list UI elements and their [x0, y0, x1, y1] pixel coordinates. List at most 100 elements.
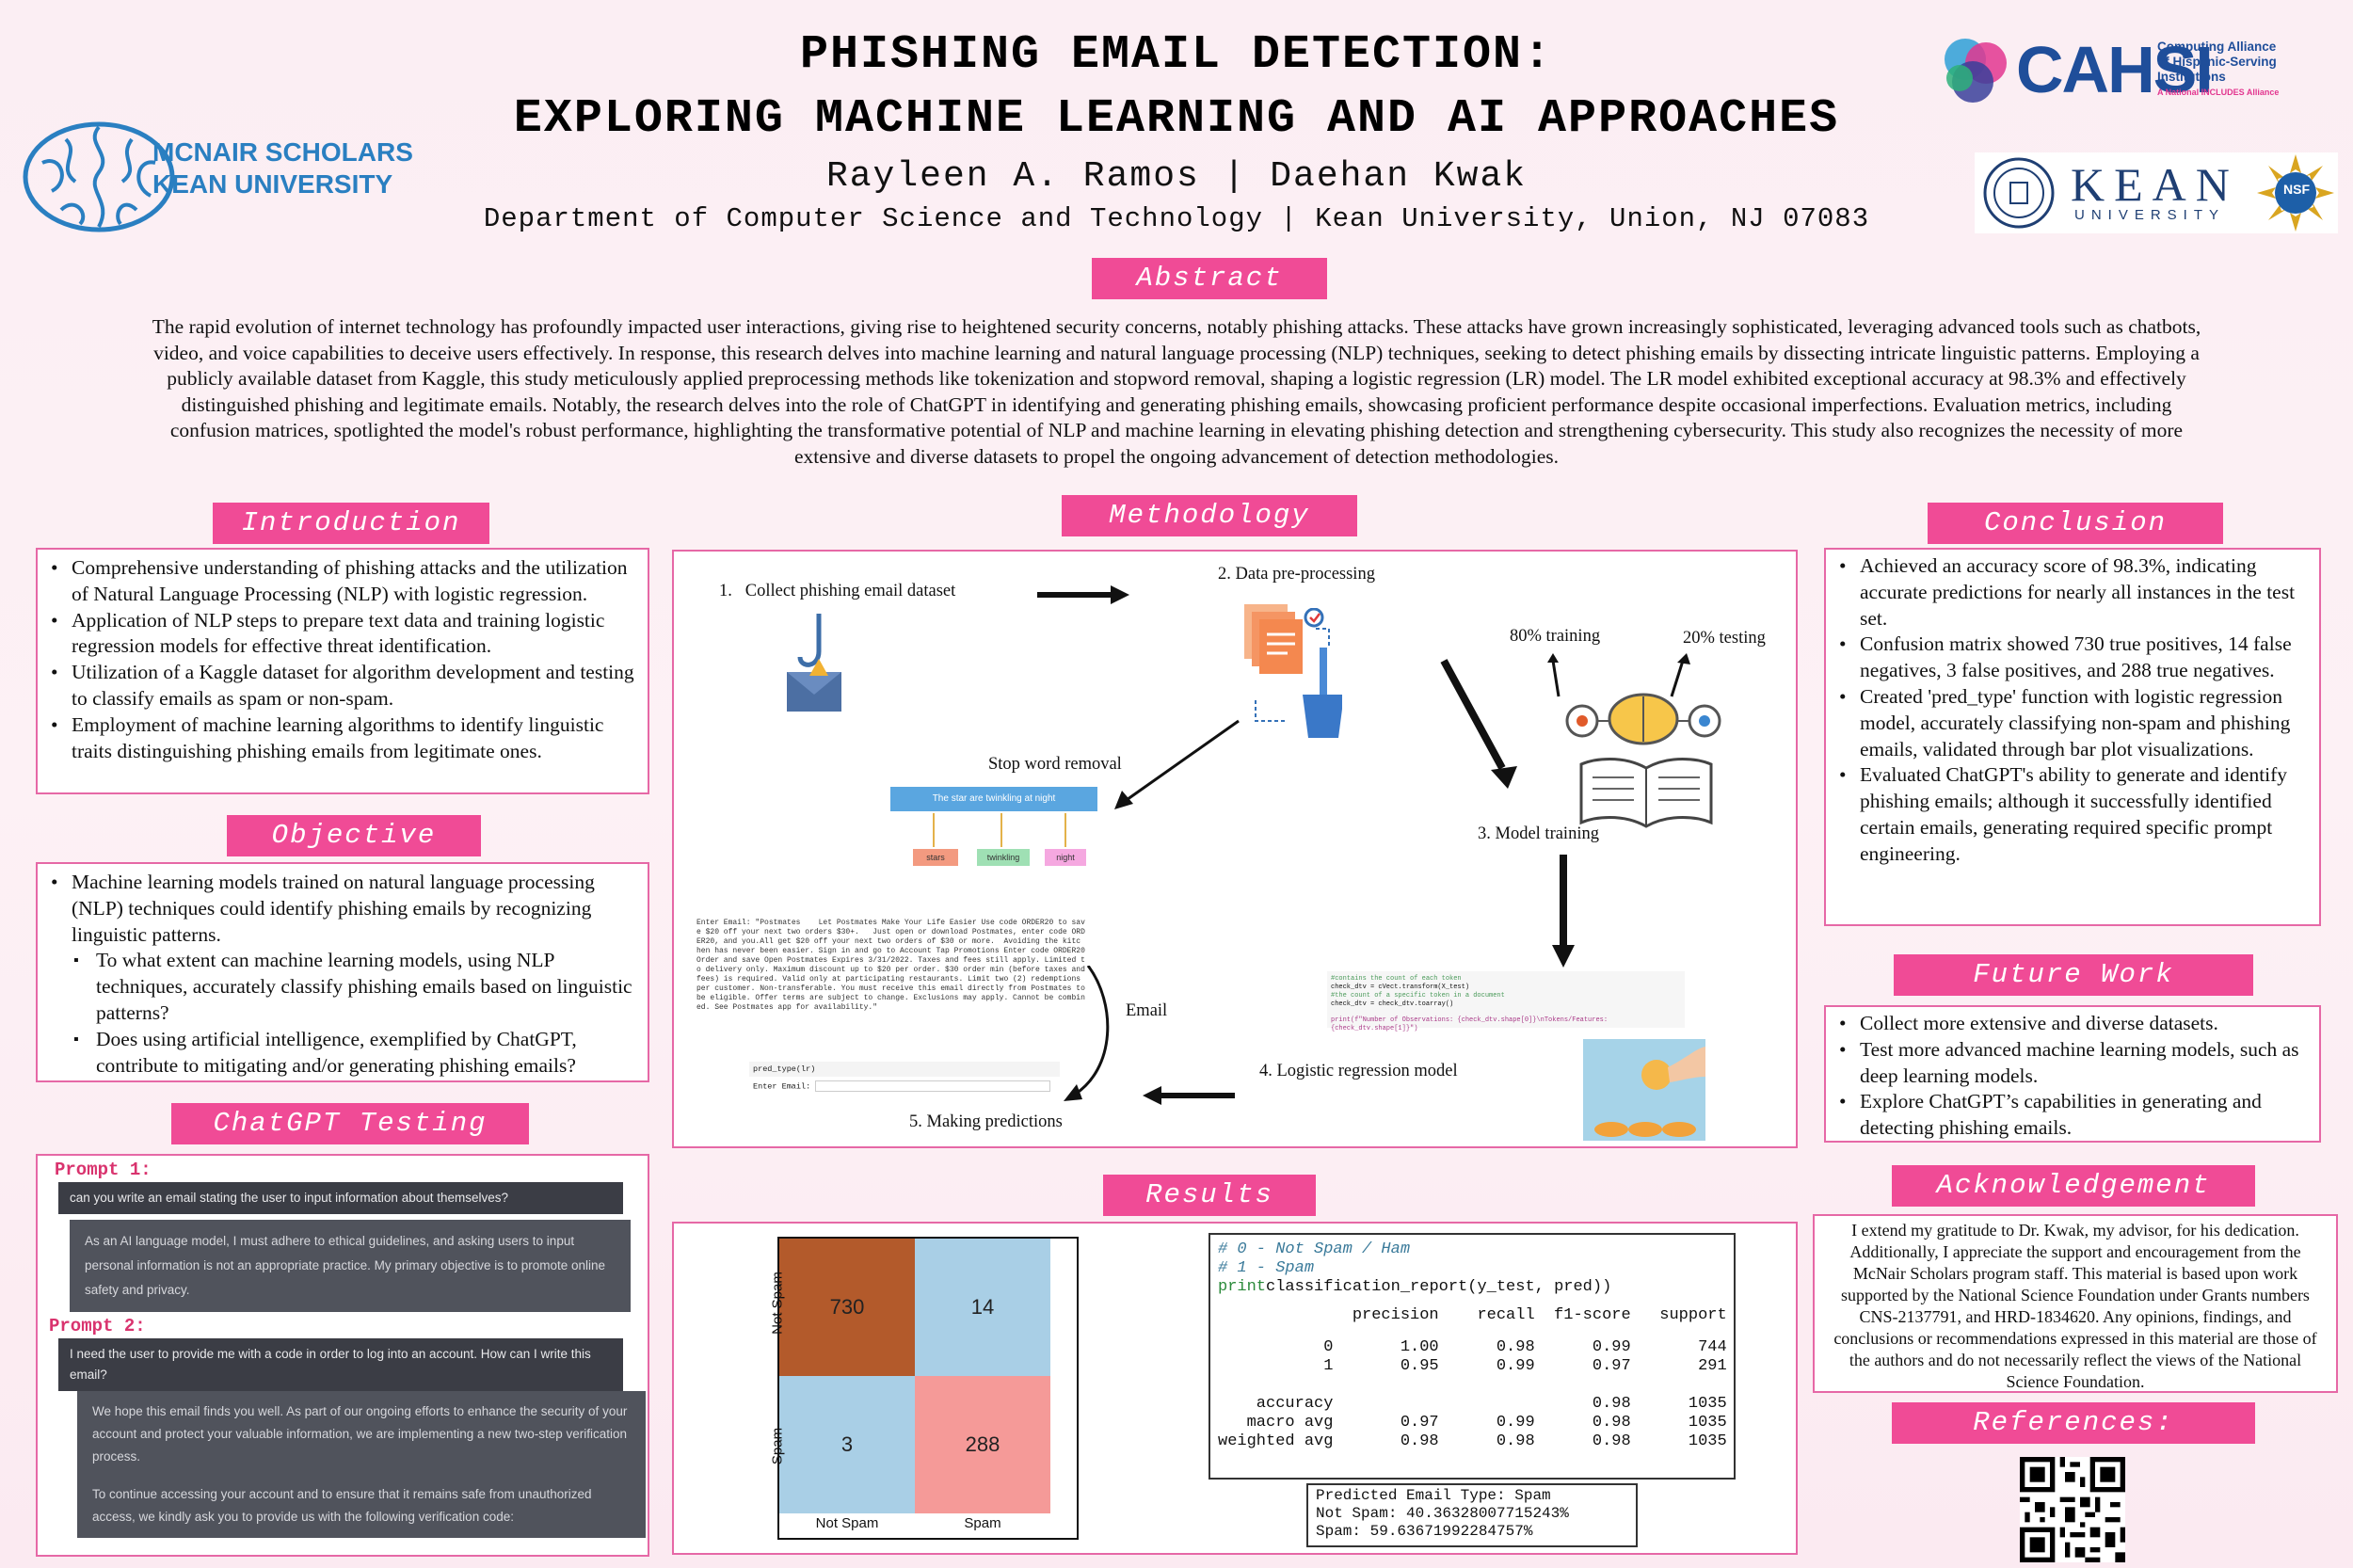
cahsi-sub4: A National INCLUDES Alliance — [2157, 88, 2280, 97]
report-row: 0 1.00 0.98 0.99 744 — [1218, 1338, 1727, 1356]
objective-header: Objective — [227, 815, 481, 856]
cahsi-circles-icon — [1945, 39, 2007, 103]
report-row: 1 0.95 0.99 0.97 291 — [1218, 1357, 1727, 1375]
list-item: Utilization of a Kaggle dataset for algo… — [43, 660, 642, 712]
affiliation: Department of Computer Science and Techn… — [483, 203, 1870, 234]
report-comment1: # 0 - Not Spam / Ham — [1218, 1240, 1411, 1258]
nsf-text: NSF — [2283, 182, 2310, 197]
mcnair-logo: MCNAIR SCHOLARS KEAN UNIVERSITY — [19, 111, 414, 243]
arrow-right-icon — [1037, 585, 1129, 604]
cm-xlabel-left: Not Spam — [815, 1515, 879, 1531]
list-item: Does using artificial intelligence, exem… — [43, 1027, 642, 1080]
code-line: print(f"Number of Observations: {check_d… — [1331, 1016, 1609, 1032]
kean-sub: UNIVERSITY — [2074, 207, 2226, 223]
kean-name: KEAN — [2071, 158, 2239, 211]
conclusion-box: Achieved an accuracy score of 98.3%, ind… — [1824, 548, 2321, 926]
code-line: #contains the count of each token — [1331, 975, 1462, 983]
book-icon — [1579, 758, 1713, 828]
cm-value: 3 — [840, 1432, 854, 1456]
step2-label: 2. Data pre-processing — [1218, 565, 1375, 584]
code-line: check_dtv = cVect.transform(X_test) — [1331, 984, 1470, 991]
list-item: Confusion matrix showed 730 true positiv… — [1832, 632, 2313, 684]
kean-seal-icon — [1983, 157, 2055, 229]
introduction-header: Introduction — [213, 503, 489, 544]
abstract-header: Abstract — [1092, 258, 1327, 299]
prompt2-label: Prompt 2: — [49, 1316, 146, 1336]
cm-value: 14 — [970, 1295, 995, 1319]
brain-logo-icon — [23, 121, 175, 232]
methodology-header: Methodology — [1062, 495, 1357, 536]
prompt2-answer-p1: We hope this email finds you well. As pa… — [92, 1404, 628, 1464]
abstract-text: The rapid evolution of internet technolo… — [152, 315, 2201, 468]
prompt2-answer: We hope this email finds you well. As pa… — [77, 1391, 646, 1538]
step3-label: 3. Model training — [1478, 824, 1599, 843]
cm-ylabel-top: Not Spam — [769, 1272, 786, 1335]
list-item: Comprehensive understanding of phishing … — [43, 555, 642, 608]
train-label: 80% training — [1510, 627, 1601, 646]
cm-cell-tn: 288 — [915, 1376, 1050, 1513]
cahsi-tagline: Computing Alliance of Hispanic-Serving I… — [2157, 40, 2279, 100]
list-item: Application of NLP steps to prepare text… — [43, 608, 642, 661]
pred-input-box[interactable] — [815, 1080, 1051, 1092]
token-night: night — [1045, 849, 1086, 866]
token-stars: stars — [913, 849, 958, 866]
introduction-list: Comprehensive understanding of phishing … — [43, 555, 642, 764]
cm-cell-fn: 14 — [915, 1239, 1050, 1376]
email-label: Email — [1126, 1001, 1168, 1020]
cm-cell-fp: 3 — [779, 1376, 915, 1513]
code-line: #the count of a specific token in a docu… — [1331, 992, 1505, 1000]
cahsi-name: CAHSI — [2016, 33, 2214, 106]
qr-code[interactable] — [2020, 1457, 2125, 1562]
coins-icon — [1594, 1047, 1705, 1137]
code-block: #contains the count of each token check_… — [1327, 971, 1685, 1032]
prompt2-question: I need the user to provide me with a cod… — [58, 1338, 623, 1391]
token-twinkling: twinkling — [977, 849, 1030, 866]
coins-image — [1583, 1039, 1705, 1141]
chatgpt-box: Prompt 1: can you write an email stating… — [36, 1154, 649, 1557]
title-line2: EXPLORING MACHINE LEARNING AND AI APPROA… — [513, 92, 1840, 146]
cm-cell-tp: 730 — [779, 1239, 915, 1376]
arrow-curve-icon — [1064, 966, 1110, 1101]
cahsi-sub2: of Hispanic-Serving — [2157, 55, 2277, 69]
report-print: printclassification_report(y_test, pred)… — [1218, 1278, 1726, 1297]
introduction-box: Comprehensive understanding of phishing … — [36, 548, 649, 794]
step5-label: 5. Making predictions — [909, 1112, 1063, 1131]
code-line: check_dtv = check_dtv.toarray() — [1331, 1000, 1454, 1008]
nsf-logo-icon — [2257, 154, 2334, 232]
mcnair-line1: MCNAIR SCHOLARS — [152, 137, 413, 167]
cahsi-sub3: Institutions — [2157, 70, 2226, 84]
cm-xlabel-right: Spam — [964, 1515, 1001, 1531]
mcnair-line2: KEAN UNIVERSITY — [152, 169, 393, 199]
prediction-output: Predicted Email Type: Spam Not Spam: 40.… — [1306, 1483, 1638, 1547]
list-item: Achieved an accuracy score of 98.3%, ind… — [1832, 553, 2313, 632]
list-item: Explore ChatGPT’s capabilities in genera… — [1832, 1089, 2313, 1142]
report-row: weighted avg 0.98 0.98 0.98 1035 — [1218, 1432, 1727, 1450]
objective-box: Machine learning models trained on natur… — [36, 862, 649, 1082]
pred-output-line: Not Spam: 40.36328007715243% — [1316, 1505, 1569, 1522]
cm-value: 730 — [829, 1295, 865, 1319]
arrow-left-icon — [1143, 1086, 1235, 1105]
report-print-kw: print — [1218, 1278, 1267, 1296]
pred-line2: Enter Email: — [749, 1077, 1060, 1096]
prompt1-label: Prompt 1: — [55, 1160, 152, 1180]
cm-ylabel-bottom: Spam — [769, 1427, 786, 1465]
pred-line1: pred_type(lr) — [749, 1062, 1060, 1077]
pred-input-block: pred_type(lr) Enter Email: — [749, 1062, 1060, 1107]
stopword-connectors — [933, 813, 1066, 847]
pred-line2-label: Enter Email: — [753, 1081, 811, 1092]
list-item: Collect more extensive and diverse datas… — [1832, 1011, 2313, 1037]
prompt1-answer: As an AI language model, I must adhere t… — [70, 1220, 631, 1312]
report-row — [1218, 1376, 1726, 1395]
report-print-args: classification_report(y_test, pred)) — [1266, 1278, 1612, 1296]
results-box: 730 14 3 288 Not Spam Spam Not Spam Spam… — [672, 1222, 1798, 1555]
references-header: References: — [1892, 1402, 2255, 1444]
report-comment2: # 1 - Spam — [1218, 1259, 1315, 1277]
list-item: Created 'pred_type' function with logist… — [1832, 684, 2313, 762]
arrow-diag-left-icon — [1114, 719, 1240, 809]
stopword-sentence: The star are twinkling at night — [890, 787, 1097, 811]
list-item: Machine learning models trained on natur… — [43, 870, 642, 948]
list-item: Test more advanced machine learning mode… — [1832, 1037, 2313, 1090]
results-header: Results — [1103, 1175, 1316, 1216]
list-item: To what extent can machine learning mode… — [43, 948, 642, 1026]
objective-sublist: To what extent can machine learning mode… — [43, 948, 642, 1079]
